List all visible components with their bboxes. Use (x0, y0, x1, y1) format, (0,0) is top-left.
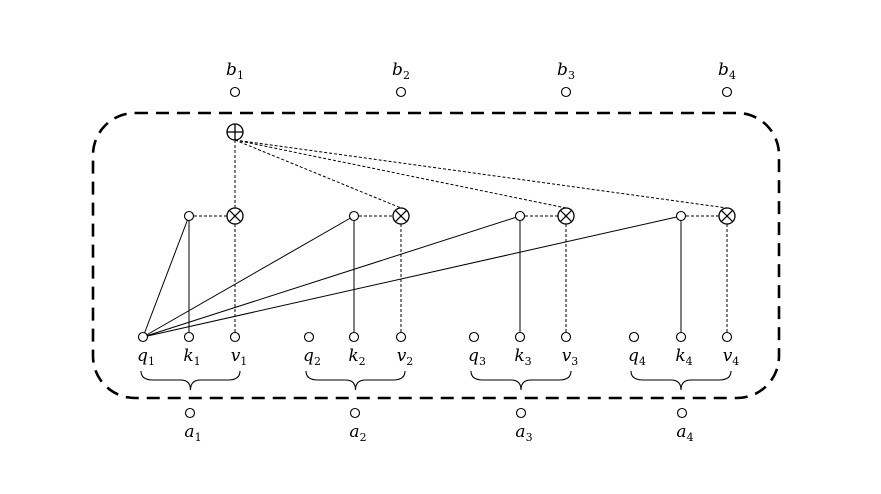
value-v2-node (395, 331, 407, 343)
multiply3-to-sum-line (234, 139, 567, 209)
input-a2-label: a2 (349, 422, 366, 444)
output-b1-label: b1 (226, 60, 244, 82)
query-q1-label: q1 (137, 346, 155, 368)
input-a4-node (676, 407, 688, 419)
output-b2-label: b2 (392, 60, 410, 82)
query1-to-score4-line (142, 215, 682, 338)
output-b4-label: b4 (718, 60, 736, 82)
value-v4-node (721, 331, 733, 343)
sum-operator-icon (226, 123, 244, 141)
input-a1-node (184, 407, 196, 419)
query-q2-label: q2 (303, 346, 321, 368)
output-b2-node (395, 86, 407, 98)
input-a3-label: a3 (515, 422, 532, 444)
output-b3-label: b3 (557, 60, 575, 82)
query1-to-score3-line (142, 215, 521, 338)
query-q3-node (468, 331, 480, 343)
multiply2-operator-icon (392, 207, 410, 225)
key-k2-label: k2 (348, 346, 365, 368)
query-q4-node (628, 331, 640, 343)
query1-to-score2-line (142, 215, 355, 338)
value-v1-node (229, 331, 241, 343)
score1-node (183, 210, 195, 222)
query-q2-node (303, 331, 315, 343)
multiply3-operator-icon (557, 207, 575, 225)
key-k3-label: k3 (514, 346, 531, 368)
multiply1-operator-icon (226, 207, 244, 225)
key-k4-node (675, 331, 687, 343)
attention-block-outline-layer (91, 111, 781, 400)
input-a4-label: a4 (676, 422, 693, 444)
input-a2-node (349, 407, 361, 419)
key-k4-label: k4 (675, 346, 692, 368)
output-b1-node (229, 86, 241, 98)
key-k2-node (348, 331, 360, 343)
group1-brace (140, 370, 241, 391)
output-b4-node (721, 86, 733, 98)
attention-block-outline (91, 111, 781, 400)
group2-brace (305, 370, 406, 391)
multiply4-to-sum-line (234, 139, 728, 209)
labels-layer: b1 b2 b3 b4 q1 k1 v1 a1 q2 k2 v2 a2 q3 k3 v3 a3 q4 k4 v4 a4 (137, 60, 739, 444)
key-k1-node (183, 331, 195, 343)
score4-node (675, 210, 687, 222)
value-v4-label: v4 (723, 346, 740, 368)
value-v3-node (560, 331, 572, 343)
group4-brace (630, 370, 732, 391)
score3-node (514, 210, 526, 222)
multiply2-to-sum-line (234, 139, 402, 209)
group3-brace (470, 370, 572, 391)
connection-lines-layer (140, 139, 732, 391)
value-v1-label: v1 (231, 346, 248, 368)
value-v2-label: v2 (397, 346, 414, 368)
score2-node (348, 210, 360, 222)
query-q1-node (137, 331, 149, 343)
key-k3-node (514, 331, 526, 343)
nodes-layer (137, 86, 736, 419)
output-b3-node (560, 86, 572, 98)
key-k1-label: k1 (183, 346, 200, 368)
value-v3-label: v3 (562, 346, 579, 368)
query1-to-score1-line (142, 215, 190, 338)
query-q3-label: q3 (468, 346, 486, 368)
query-q4-label: q4 (628, 346, 646, 368)
input-a3-node (515, 407, 527, 419)
input-a1-label: a1 (184, 422, 201, 444)
multiply4-operator-icon (718, 207, 736, 225)
